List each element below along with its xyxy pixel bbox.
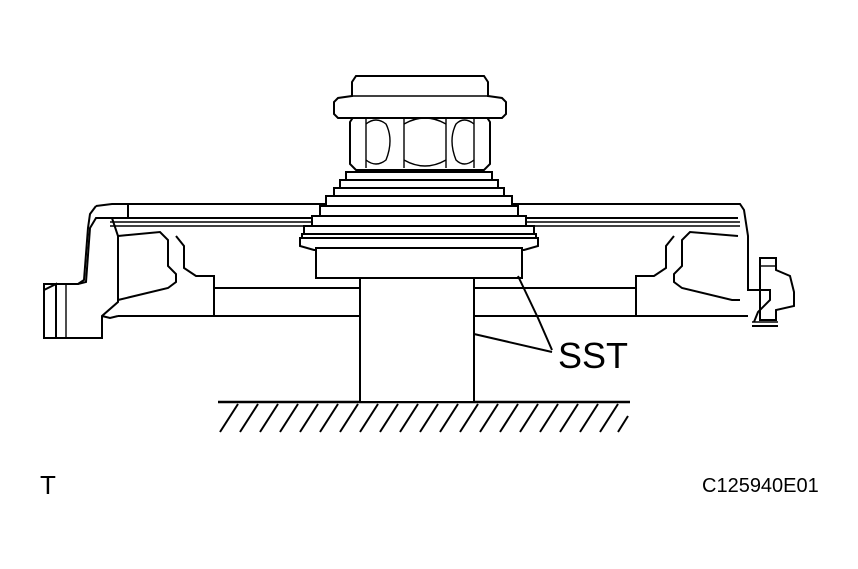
sst-cap [333,75,507,119]
corner-mark-label: T [40,470,56,500]
figure-id-label: C125940E01 [702,475,819,497]
plate-stack [299,171,539,251]
sst-leader-lines [473,275,553,353]
nut [349,115,491,171]
sst-label: SST [558,335,628,376]
sst-cylinder [315,247,523,403]
ground-base [218,400,630,433]
